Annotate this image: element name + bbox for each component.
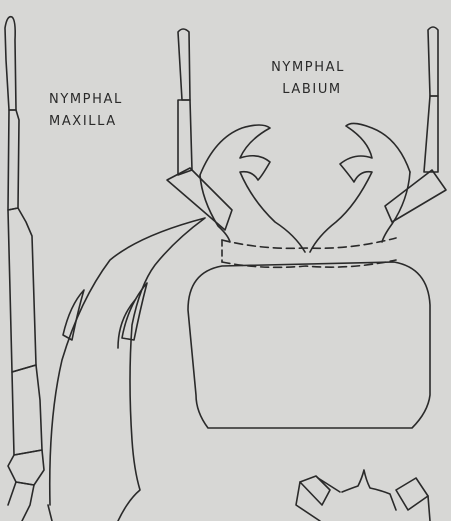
labium-right-palp-segment: [424, 96, 438, 172]
labium-left-palp-tip: [178, 29, 190, 100]
labium-right-lobe: [310, 123, 410, 252]
detail-right-segment: [396, 478, 428, 510]
blade-outline: [50, 218, 205, 521]
palp-segment-1: [5, 17, 16, 110]
labium-label-line2: Labium: [262, 79, 354, 101]
labium-right-palp-base: [385, 170, 446, 222]
labium-right-palp-tip: [428, 27, 438, 96]
labium-label-line1: Nymphal: [262, 57, 354, 79]
palp-base-edge: [8, 482, 16, 505]
detail-left-segment: [300, 476, 330, 505]
labium-left-edge: [200, 175, 230, 242]
blade-stem: [48, 505, 52, 521]
blade-slit: [63, 290, 84, 340]
labium-mentum: [188, 262, 430, 428]
labium-left-lobe: [200, 125, 305, 252]
palp-segment-3: [8, 208, 36, 372]
maxilla-label: Nymphal Maxilla: [49, 89, 123, 133]
detail-figure: [296, 470, 430, 521]
palp-segment-5: [8, 450, 44, 485]
palp-segment-2: [8, 110, 19, 210]
detail-center: [342, 470, 396, 510]
maxilla-label-line2: Maxilla: [49, 111, 123, 133]
labium-left-palp-segment: [178, 100, 192, 175]
labium-hinge-upper: [222, 238, 396, 248]
maxilla-palp: [5, 17, 44, 521]
detail-left-base: [296, 482, 320, 521]
palp-segment-4: [12, 365, 42, 455]
palp-base: [16, 482, 34, 521]
labium-label: Nymphal Labium: [262, 57, 354, 101]
maxilla-label-line1: Nymphal: [49, 89, 123, 111]
maxilla-blade: [48, 218, 205, 521]
detail-right-base: [428, 496, 430, 521]
